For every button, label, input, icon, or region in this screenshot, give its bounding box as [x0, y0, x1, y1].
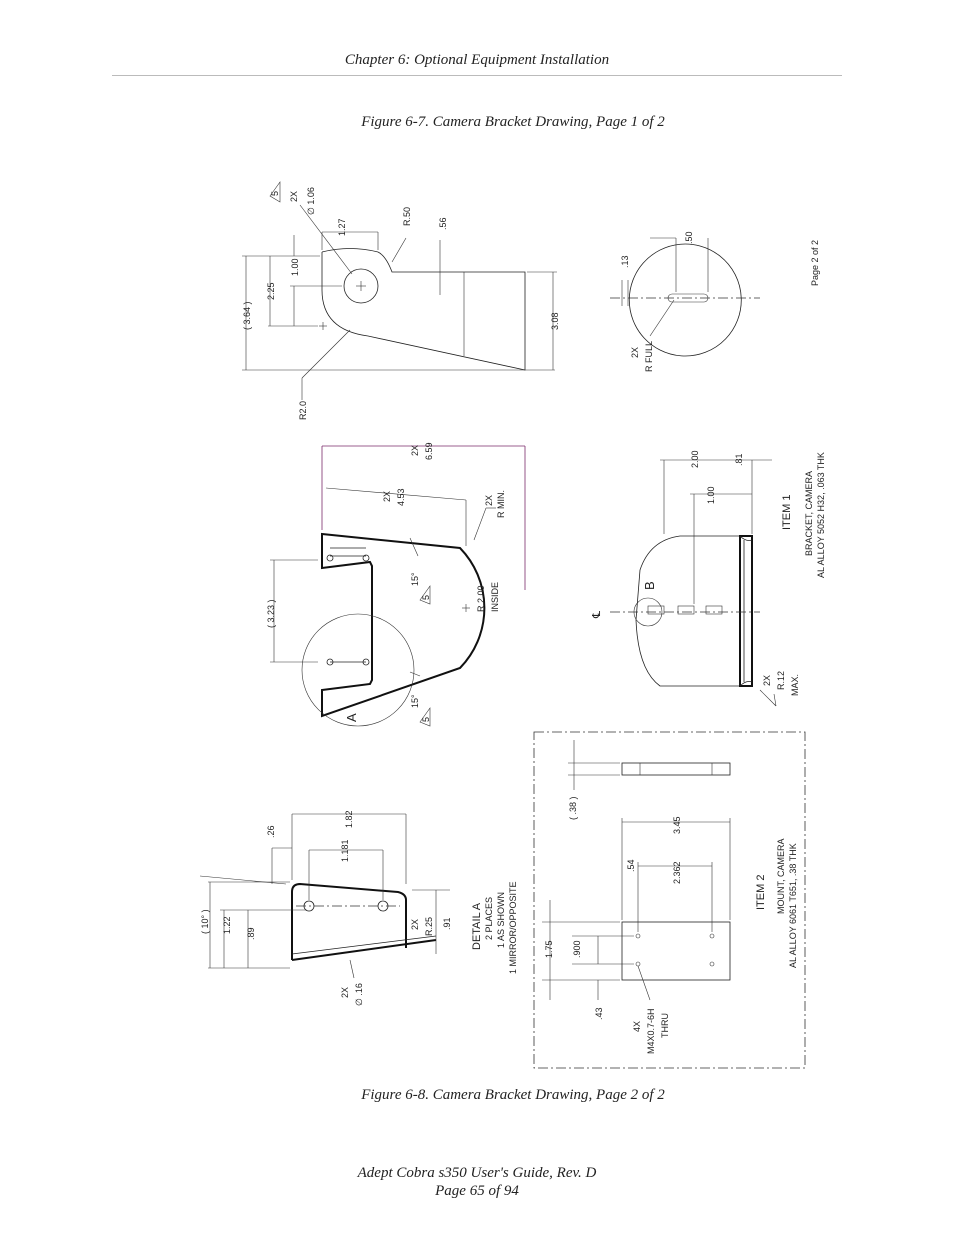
dim-175: 1.75 [544, 940, 554, 958]
centerline-symbol: ℄ [591, 611, 603, 619]
top-view [242, 181, 557, 400]
footer-page-number: Page 65 of 94 [435, 1183, 519, 1199]
deg-15-lower: 15° [410, 694, 420, 708]
detail-a-note1: 2 PLACES [484, 897, 494, 940]
tri-5-label-a: 5 [270, 191, 280, 196]
dim-054: .54 [626, 859, 636, 872]
tap-spec: M4X0.7-6H [646, 1008, 656, 1054]
chapter-header: Chapter 6: Optional Equipment Installati… [344, 52, 610, 68]
tri-5-label-b: 5 [421, 595, 431, 600]
r-full: R FULL [644, 341, 654, 372]
dim-r200: R 2.00 [476, 585, 486, 612]
inside-label: INSIDE [490, 582, 500, 612]
item1-desc2: AL ALLOY 5052 H32, .063 THK [816, 452, 826, 578]
detail-a-note3: 1 MIRROR/OPPOSITE [508, 881, 518, 974]
figure-caption-1: Figure 6-7. Camera Bracket Drawing, Page… [361, 114, 665, 130]
r12-max: MAX. [790, 674, 800, 696]
page-note: Page 2 of 2 [810, 240, 820, 286]
dim-081: .81 [734, 453, 744, 466]
item2-desc2: AL ALLOY 6061 T651, .38 THK [788, 843, 798, 968]
dia-106-label: ∅ 1.06 [306, 187, 316, 215]
dim-100-item1: 1.00 [706, 486, 716, 504]
dim-127: 1.27 [337, 218, 347, 236]
dim-364: ( 3.64 ) [242, 301, 252, 330]
tap-thru: THRU [660, 1013, 670, 1038]
r12-2x: 2X [762, 675, 772, 686]
item2-desc1: MOUNT, CAMERA [776, 838, 786, 914]
flat-pattern-view [270, 445, 526, 727]
span-453: 4.53 [396, 488, 406, 506]
dim-r050: R.50 [402, 207, 412, 226]
item2-title: ITEM 2 [755, 875, 767, 910]
r25-2x: 2X [410, 919, 420, 930]
r-full-2x: 2X [630, 347, 640, 358]
dim-056: .56 [438, 217, 448, 230]
dim-0900: .900 [572, 940, 582, 958]
dim-308: 3.08 [550, 312, 560, 330]
item1-desc1: BRACKET, CAMERA [804, 471, 814, 556]
dim-043: .43 [594, 1007, 604, 1020]
detail-a-view [199, 813, 450, 979]
rmin: R MIN. [496, 490, 506, 518]
dim-r20: R2.0 [298, 401, 308, 420]
dim-182: 1.82 [344, 810, 354, 828]
dim-089: .89 [246, 927, 256, 940]
dim-100-top: 1.00 [290, 258, 300, 276]
detail-a-title: DETAIL A [471, 902, 483, 950]
span-659: 6.59 [424, 442, 434, 460]
span-2x-453: 2X [382, 491, 392, 502]
hole-view [610, 237, 760, 357]
dim-225: 2.25 [266, 282, 276, 300]
dim-050: .50 [684, 231, 694, 244]
dia16-2x: 2X [340, 987, 350, 998]
dim-122: 1.22 [222, 916, 232, 934]
dia16: ∅ .16 [354, 983, 364, 1006]
figure-caption-2: Figure 6-8. Camera Bracket Drawing, Page… [361, 1087, 665, 1103]
dim-1181: 1.181 [340, 839, 350, 862]
item1-view [610, 459, 777, 707]
dim-323: ( 3.23 ) [266, 599, 276, 628]
dim-200: 2.00 [690, 450, 700, 468]
dim-026: .26 [266, 825, 276, 838]
item2-view [533, 731, 806, 1069]
span-2x-659: 2X [410, 445, 420, 456]
r12: R.12 [776, 671, 786, 690]
view-b-marker: B [642, 581, 657, 590]
tap-4x: 4X [632, 1021, 642, 1032]
header-rule [112, 75, 842, 76]
item1-title: ITEM 1 [781, 495, 793, 530]
dim-091: .91 [442, 917, 452, 930]
detail-a-note2: 1 AS SHOWN [496, 892, 506, 948]
footer-guide-title: Adept Cobra s350 User's Guide, Rev. D [357, 1165, 597, 1181]
r25: R.25 [424, 917, 434, 936]
dim-345: 3.45 [672, 816, 682, 834]
dia-2x-note: 2X [289, 191, 299, 202]
dim-038: ( .38 ) [568, 796, 578, 820]
dim-013: .13 [620, 255, 630, 268]
detail-a-marker: A [344, 713, 359, 722]
tri-5-label-c: 5 [421, 717, 431, 722]
dim-2362: 2.362 [672, 861, 682, 884]
dim-10deg: ( 10° ) [200, 909, 210, 934]
rmin-2x: 2X [484, 495, 494, 506]
deg-15-upper: 15° [410, 572, 420, 586]
